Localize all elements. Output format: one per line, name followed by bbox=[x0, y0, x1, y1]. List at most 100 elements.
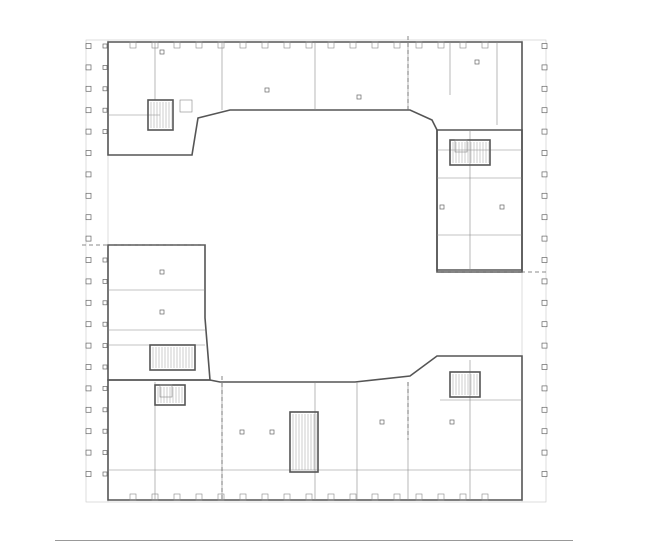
column bbox=[541, 64, 548, 71]
facade-notch bbox=[481, 493, 489, 501]
column bbox=[102, 321, 108, 327]
facade-notch bbox=[151, 41, 159, 49]
facade-notch bbox=[327, 493, 335, 501]
column bbox=[541, 171, 548, 178]
stair-core bbox=[289, 411, 319, 473]
column bbox=[85, 150, 92, 156]
column bbox=[102, 65, 108, 70]
elevator-shaft bbox=[159, 384, 173, 398]
facade-notch bbox=[283, 493, 291, 501]
facade-notch bbox=[371, 493, 379, 501]
stair-core bbox=[147, 99, 174, 131]
column bbox=[85, 107, 92, 114]
column bbox=[541, 43, 548, 49]
interior-column bbox=[159, 269, 165, 275]
facade-notch bbox=[239, 493, 247, 501]
column bbox=[85, 235, 92, 242]
facade-notch bbox=[239, 41, 247, 49]
interior-column bbox=[379, 419, 385, 425]
stair-core bbox=[149, 344, 196, 371]
column bbox=[541, 235, 548, 242]
column bbox=[102, 407, 108, 413]
column bbox=[102, 129, 108, 134]
facade-notch bbox=[261, 41, 269, 49]
section-axes bbox=[82, 36, 548, 500]
facade-notch bbox=[349, 41, 357, 49]
interior-column bbox=[439, 204, 445, 210]
elevator-shaft bbox=[454, 139, 468, 153]
column bbox=[85, 257, 92, 263]
column bbox=[541, 257, 548, 263]
facade-notch bbox=[261, 493, 269, 501]
facade-notch bbox=[437, 493, 445, 501]
facade-notch bbox=[195, 41, 203, 49]
facade-notch bbox=[173, 493, 181, 501]
facade-notch bbox=[217, 493, 225, 501]
column bbox=[541, 449, 548, 456]
column bbox=[102, 364, 108, 370]
facade-notch bbox=[415, 493, 423, 501]
column bbox=[102, 428, 108, 434]
facade-notch bbox=[437, 41, 445, 49]
column bbox=[85, 321, 92, 328]
column bbox=[85, 449, 92, 456]
column bbox=[85, 342, 92, 349]
interior-column bbox=[269, 429, 275, 435]
column bbox=[85, 278, 92, 285]
facade-notch bbox=[415, 41, 423, 49]
column bbox=[102, 86, 108, 92]
facade-notch bbox=[371, 41, 379, 49]
interior-column bbox=[159, 309, 165, 315]
column bbox=[541, 85, 548, 92]
facade-notch bbox=[195, 493, 203, 501]
grid-frame bbox=[85, 39, 547, 503]
stair-cores bbox=[147, 99, 491, 473]
column bbox=[102, 343, 108, 348]
column bbox=[85, 299, 92, 306]
column bbox=[102, 257, 108, 263]
column bbox=[541, 406, 548, 413]
facade-notch bbox=[349, 493, 357, 501]
facade-notch bbox=[305, 41, 313, 49]
interior-column bbox=[499, 204, 505, 210]
stair-core bbox=[449, 139, 491, 166]
facade-notch bbox=[459, 41, 467, 49]
column bbox=[541, 385, 548, 392]
column bbox=[541, 321, 548, 328]
column bbox=[85, 471, 92, 477]
column bbox=[102, 386, 108, 391]
column bbox=[541, 342, 548, 349]
column bbox=[541, 214, 548, 221]
interior-column bbox=[159, 49, 165, 55]
column bbox=[541, 428, 548, 435]
interior-column bbox=[449, 419, 455, 425]
column bbox=[102, 107, 108, 113]
column bbox=[85, 406, 92, 413]
stair-core bbox=[449, 371, 481, 398]
column bbox=[102, 300, 108, 306]
interior-column bbox=[264, 87, 270, 93]
column-markers bbox=[85, 43, 548, 477]
column bbox=[85, 128, 92, 135]
facade-notch bbox=[393, 493, 401, 501]
column bbox=[85, 64, 92, 71]
column bbox=[541, 364, 548, 370]
column bbox=[541, 150, 548, 156]
column bbox=[85, 214, 92, 221]
column bbox=[541, 471, 548, 477]
column bbox=[541, 278, 548, 285]
column bbox=[102, 279, 108, 284]
facade-notch bbox=[129, 493, 137, 501]
column bbox=[85, 385, 92, 392]
facade-notch bbox=[327, 41, 335, 49]
column bbox=[85, 364, 92, 370]
facade-notch bbox=[305, 493, 313, 501]
facade-notch bbox=[481, 41, 489, 49]
column bbox=[541, 299, 548, 306]
column bbox=[102, 43, 108, 49]
facade-notch bbox=[459, 493, 467, 501]
interior-column bbox=[356, 94, 362, 100]
column bbox=[85, 428, 92, 435]
interior-column bbox=[239, 429, 245, 435]
